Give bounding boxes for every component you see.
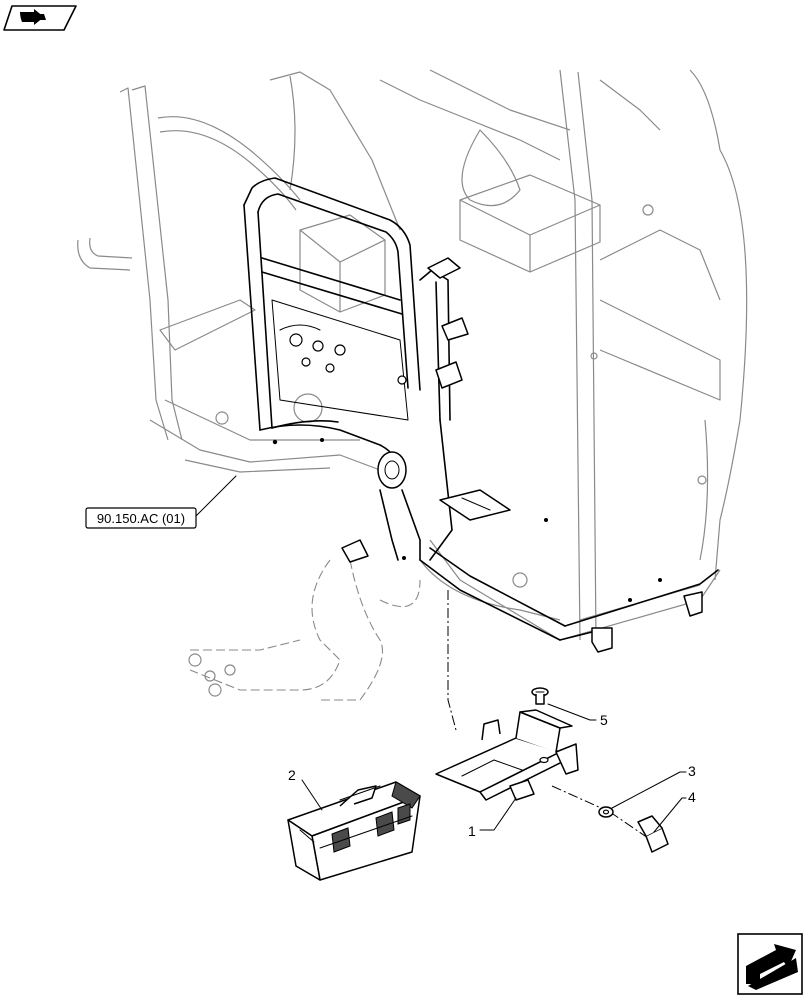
part-1-bracket[interactable]	[435, 709, 579, 801]
tractor-frame-context	[77, 69, 748, 701]
reference-callout[interactable]: 90.150.AC (01)	[85, 475, 237, 529]
part-4-bolt[interactable]	[637, 815, 669, 853]
part-3-washer[interactable]	[598, 806, 614, 818]
book-with-arrow-icon[interactable]	[3, 5, 77, 31]
callout-leaders	[301, 703, 687, 833]
callout-5: 5	[600, 712, 608, 728]
callout-4: 4	[688, 789, 696, 805]
part-2-toolbox[interactable]	[287, 781, 421, 881]
callout-1: 1	[468, 823, 476, 839]
rear-cab-frame	[243, 177, 719, 653]
callout-2: 2	[288, 767, 296, 783]
callout-3: 3	[688, 763, 696, 779]
next-page-arrow-icon[interactable]	[737, 933, 803, 995]
part-5-screw[interactable]	[531, 687, 549, 705]
assembly-line	[447, 590, 649, 839]
reference-label: 90.150.AC (01)	[97, 511, 185, 526]
